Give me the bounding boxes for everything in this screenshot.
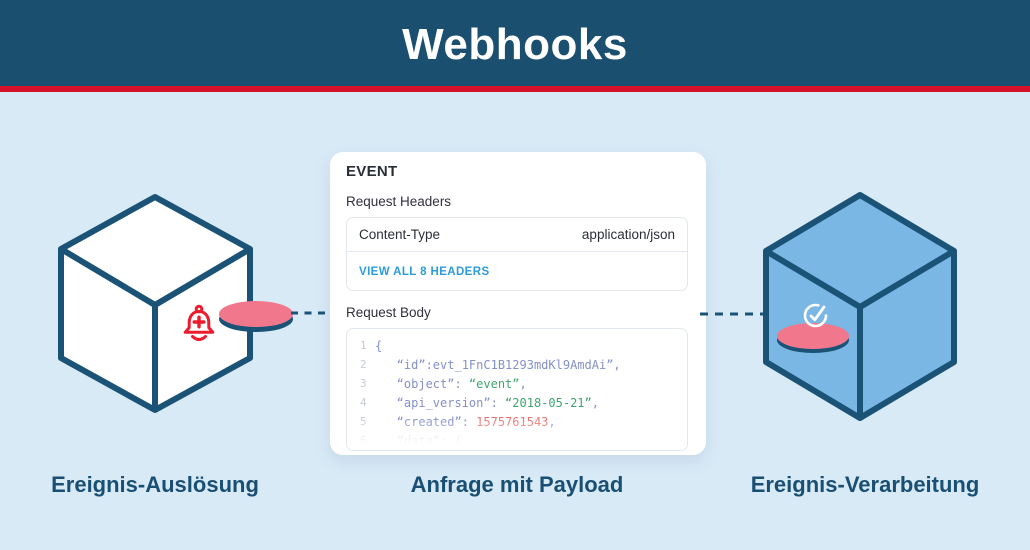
check-circle-icon <box>803 303 828 328</box>
code-line: 6 “data”: { <box>360 433 462 448</box>
page-title: Webhooks <box>402 20 628 69</box>
cube-outline-icon <box>58 194 253 413</box>
code-line: 4 “api_version”: “2018-05-21”, <box>360 395 599 410</box>
bell-plus-icon <box>183 304 215 341</box>
code-line: 5 “created”: 1575761543, <box>360 414 556 429</box>
view-all-row: VIEW ALL 8 HEADERS <box>347 252 687 290</box>
event-disc-icon <box>219 301 293 332</box>
label-request-payload: Anfrage mit Payload <box>410 472 624 497</box>
event-source-figure <box>58 194 293 413</box>
header-banner: Webhooks <box>0 0 1030 92</box>
headers-table: Content-Type application/json VIEW ALL 8… <box>346 217 688 291</box>
event-disc-icon <box>777 323 849 353</box>
code-lines: 1{ 2 “id”:evt_1FnC1B1293mdKl9AmdAi”, 3 “ob… <box>347 336 687 450</box>
code-line: 3 “object”: “event”, <box>360 376 527 391</box>
header-value-cell: application/json <box>581 227 675 242</box>
dashed-connector-left <box>291 311 333 315</box>
request-body-label: Request Body <box>346 305 431 320</box>
cube-filled-icon <box>763 192 957 421</box>
label-event-processing: Ereignis-Verarbeitung <box>750 472 980 497</box>
event-card: EVENT Request Headers Content-Type appli… <box>330 152 706 455</box>
header-row: Content-Type application/json <box>347 218 687 252</box>
header-name-cell: Content-Type <box>359 227 441 242</box>
code-line: 1{ <box>360 338 383 353</box>
label-event-trigger: Ereignis-Auslösung <box>51 472 259 497</box>
dashed-connector-right <box>700 312 764 316</box>
code-line: 2 “id”:evt_1FnC1B1293mdKl9AmdAi”, <box>360 357 621 372</box>
view-all-headers-link[interactable]: VIEW ALL 8 HEADERS <box>359 266 490 278</box>
request-body-code-block: 1{ 2 “id”:evt_1FnC1B1293mdKl9AmdAi”, 3 “ob… <box>346 328 688 451</box>
event-handler-figure <box>763 192 957 421</box>
event-card-title: EVENT <box>346 163 398 180</box>
request-headers-label: Request Headers <box>346 194 452 209</box>
